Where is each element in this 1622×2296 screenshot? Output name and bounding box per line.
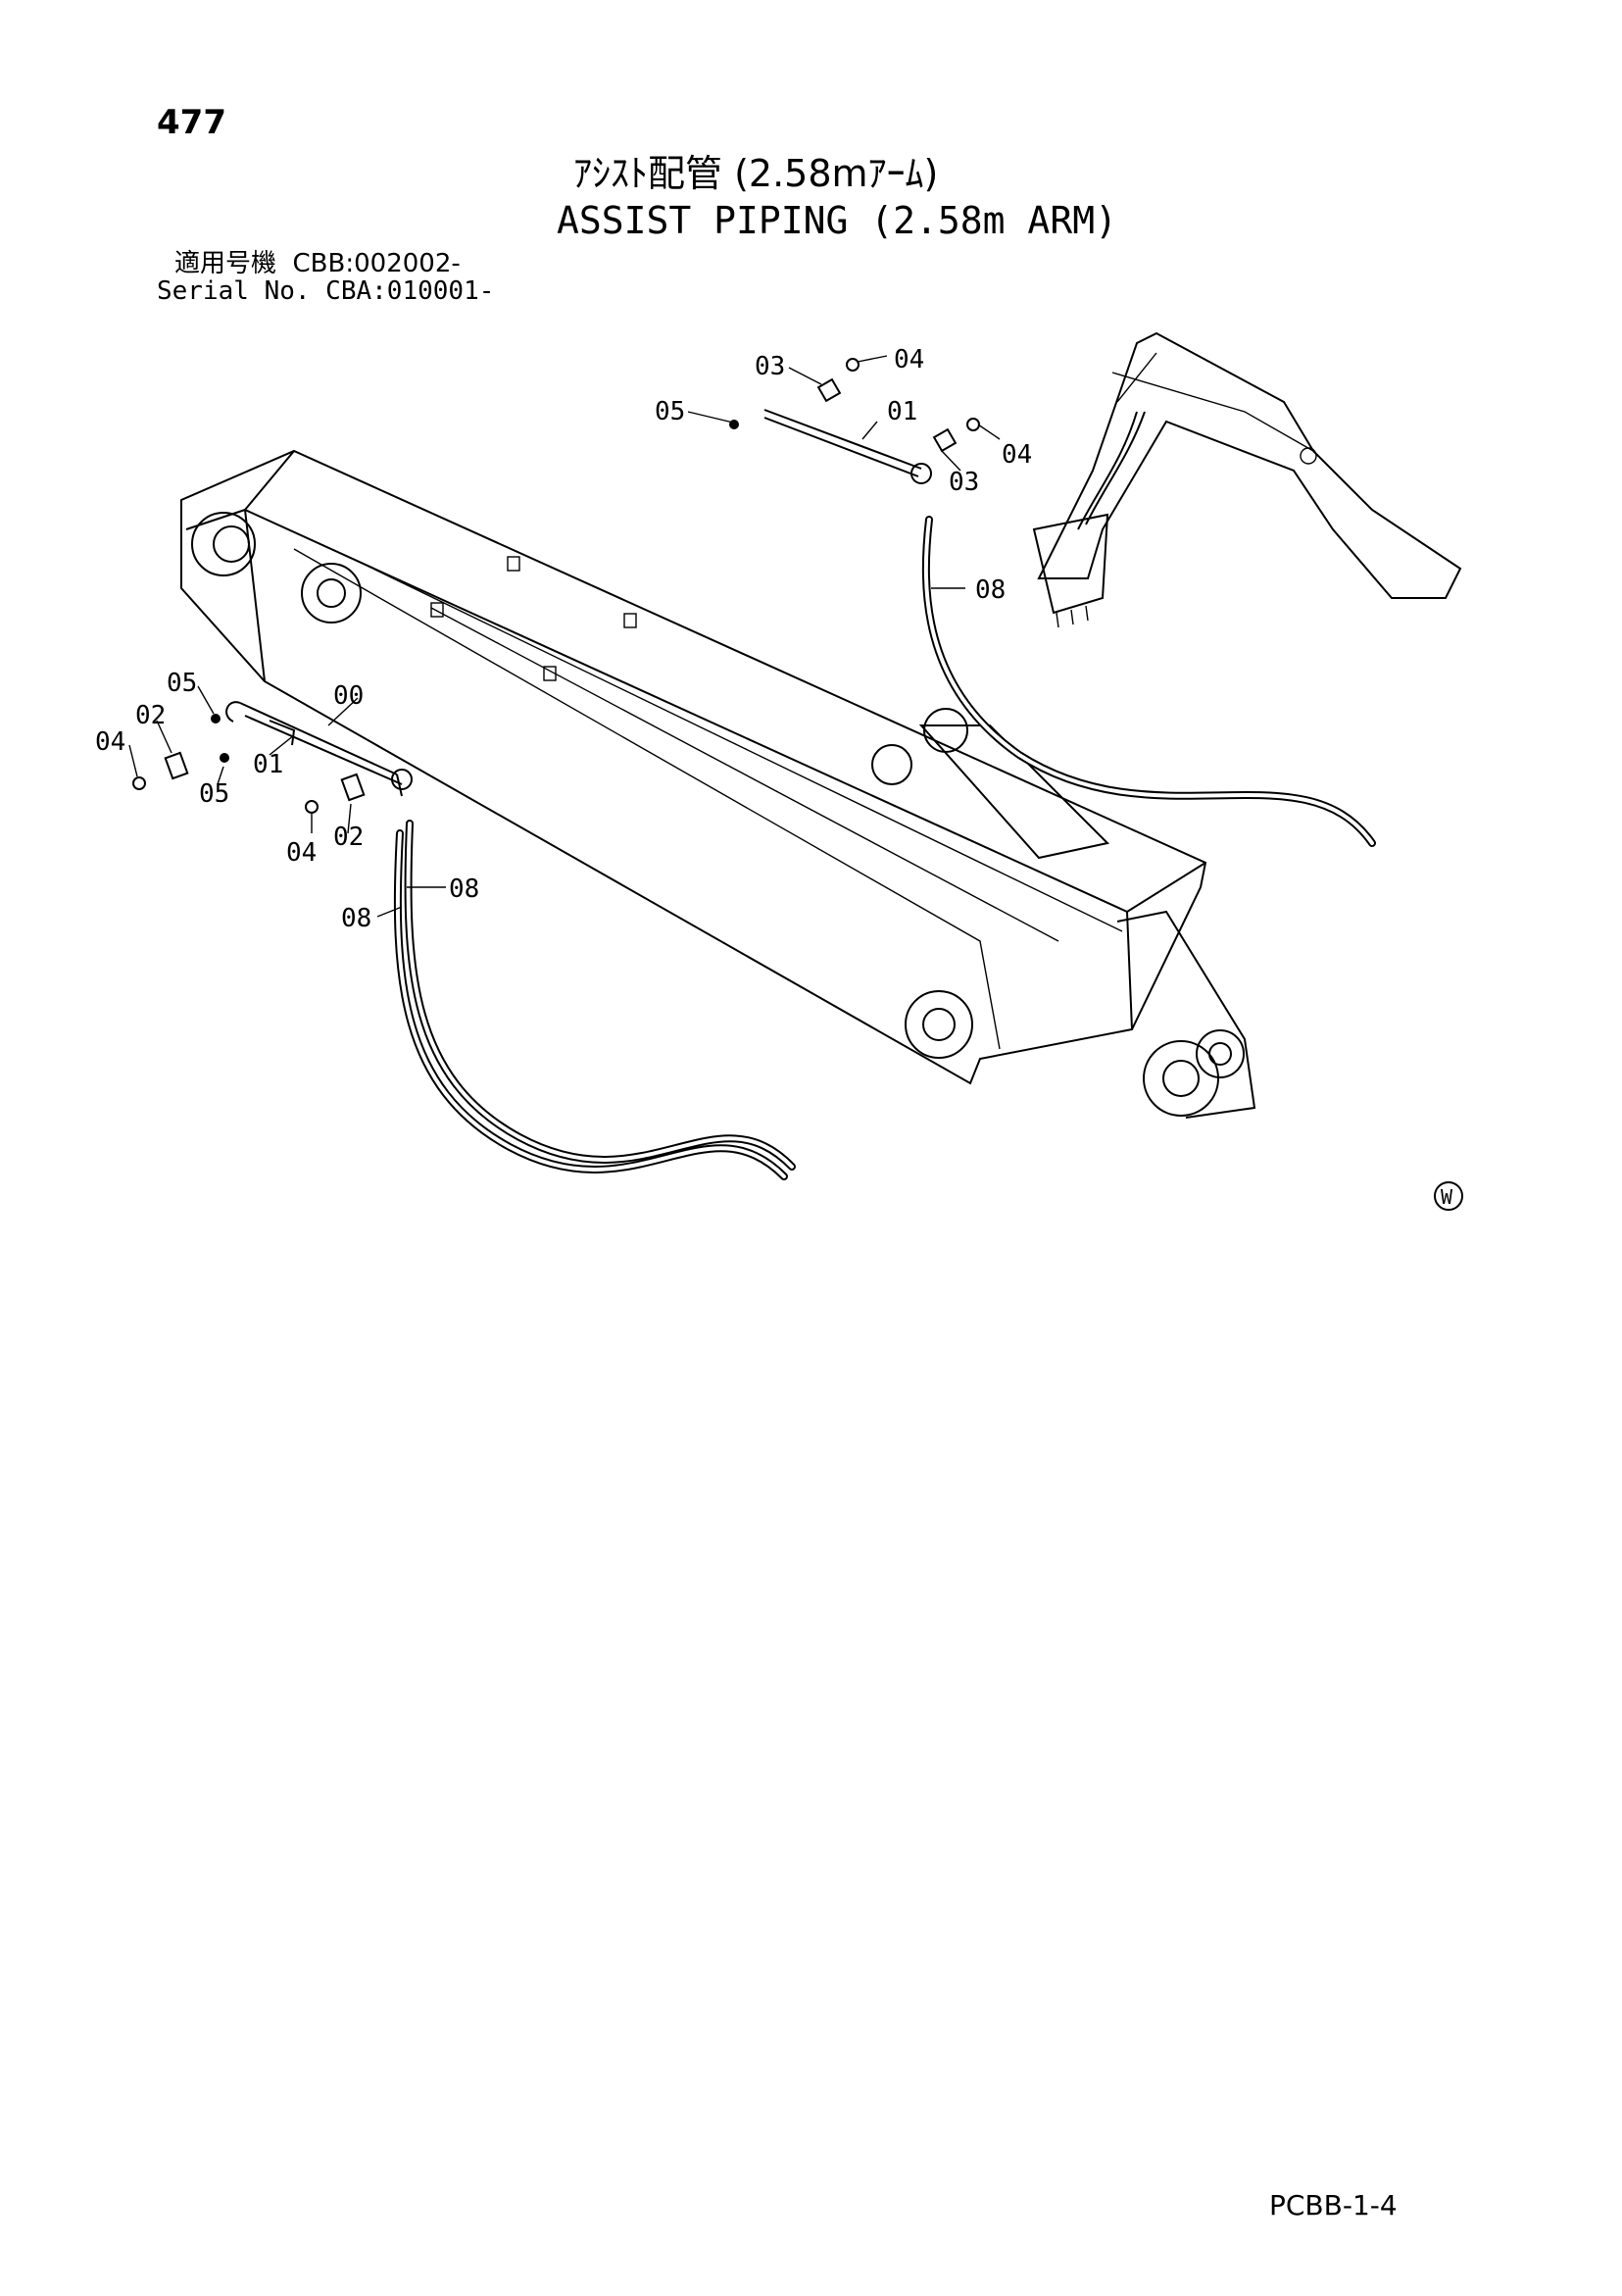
mark-letter: W	[1441, 1185, 1453, 1209]
callout-08-right: 08	[975, 575, 1006, 605]
serial-number: Serial No. CBA:010001-	[157, 276, 495, 306]
page-title-jp: ｱｼｽﾄ配管 (2.58mｱｰﾑ)	[573, 152, 939, 195]
steel-pipes	[225, 409, 932, 797]
callout-05-left-low: 05	[199, 779, 229, 809]
page-code: PCBB-1-4	[1269, 2189, 1398, 2221]
callout-01-left: 01	[253, 750, 283, 779]
callout-08-low-a: 08	[449, 874, 479, 904]
serial-applicable-jp: 適用号機 CBB:002002-	[174, 249, 461, 278]
callout-08-low-b: 08	[341, 904, 371, 933]
callout-01-top: 01	[887, 397, 917, 426]
callout-04-top: 04	[894, 345, 924, 374]
page-title-en: ASSIST PIPING (2.58m ARM)	[557, 199, 1117, 242]
callout-04-left: 04	[95, 727, 125, 757]
callout-00: 00	[333, 681, 364, 711]
callouts: 03 04 05 01 04 03 08 05 02 04 00 01 05 0…	[95, 345, 1032, 933]
callout-05-top: 05	[655, 397, 685, 426]
excavator-inset	[1032, 331, 1462, 628]
hoses	[393, 516, 1376, 1180]
callout-05-left: 05	[167, 669, 197, 698]
leader-lines	[128, 355, 1001, 918]
callout-02-low: 02	[333, 823, 364, 852]
page-number: 477	[157, 103, 226, 142]
fasteners	[132, 358, 980, 814]
callout-03-top: 03	[755, 352, 785, 381]
callout-03-right: 03	[949, 468, 979, 497]
callout-02-left: 02	[135, 701, 166, 730]
callout-04-right: 04	[1002, 440, 1032, 470]
circled-w-mark: W	[1434, 1181, 1463, 1211]
callout-04-low: 04	[286, 838, 317, 868]
arm-body	[180, 449, 1256, 1119]
